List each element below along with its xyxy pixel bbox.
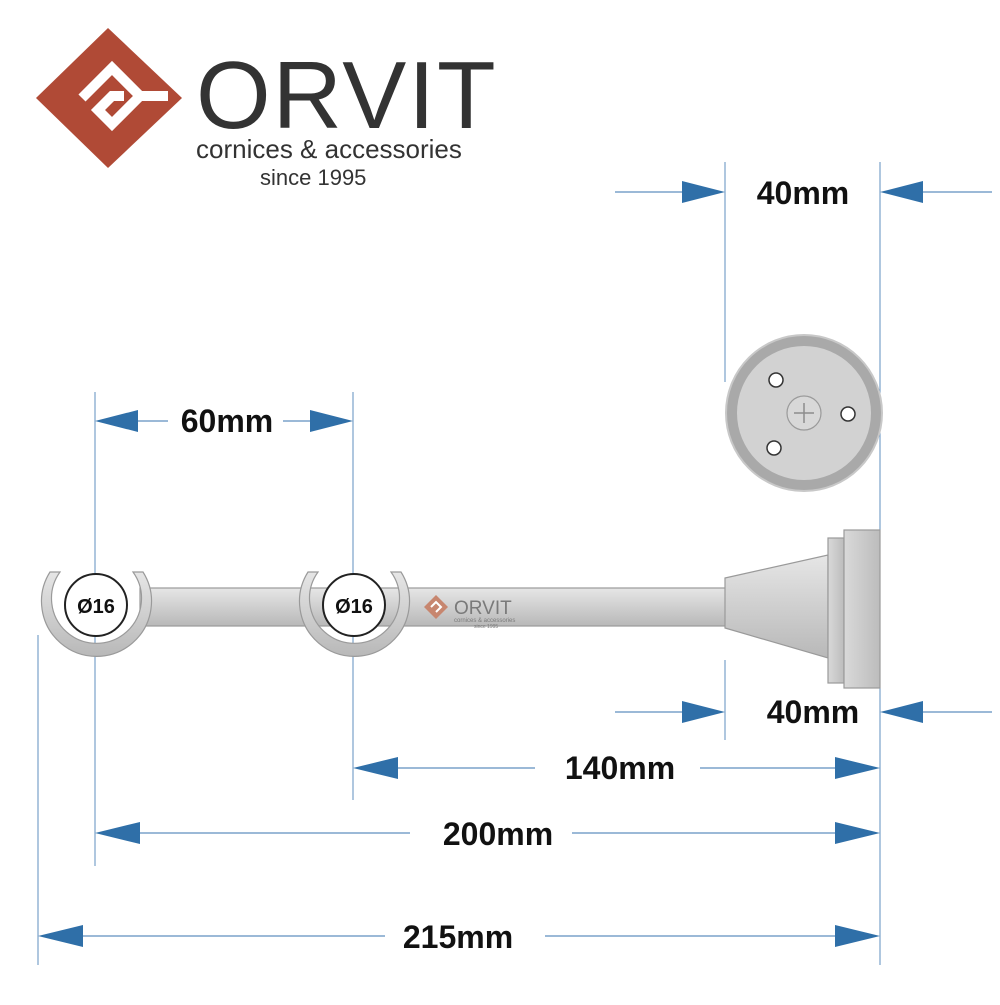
dimension-top-width: 40mm bbox=[757, 175, 850, 211]
rod-holder-1 bbox=[40, 571, 153, 657]
dimension-plate-width: 40mm bbox=[767, 694, 860, 730]
brand-tagline: cornices & accessories bbox=[196, 134, 462, 164]
arm-brand-name: ORVIT bbox=[454, 598, 512, 619]
bracket-side-view bbox=[40, 529, 881, 689]
dimension-second-rod-to-wall: 140mm bbox=[565, 750, 675, 786]
dimension-arrows bbox=[38, 181, 992, 947]
arm-brand-tagline: cornices & accessories bbox=[454, 618, 515, 624]
dimension-first-rod-to-wall: 200mm bbox=[443, 816, 553, 852]
arm-logo-icon bbox=[424, 595, 448, 619]
rod-section-2 bbox=[322, 573, 386, 637]
arm-brand-since: since 1995 bbox=[474, 624, 498, 630]
rod-diameter-label-1: Ø16 bbox=[77, 596, 115, 618]
screw-hole-icon bbox=[840, 406, 856, 422]
dimension-total-length: 215mm bbox=[403, 919, 513, 955]
wall-plate-top-view bbox=[725, 334, 883, 492]
brand-since: since 1995 bbox=[260, 165, 367, 190]
rod-holder-2 bbox=[298, 571, 411, 657]
brand-name: ORVIT bbox=[196, 42, 498, 149]
dimension-rod-spacing: 60mm bbox=[181, 403, 274, 439]
brand-logo-icon bbox=[36, 28, 182, 168]
screw-hole-icon bbox=[766, 440, 782, 456]
rod-diameter-label-2: Ø16 bbox=[335, 596, 373, 618]
screw-hole-icon bbox=[768, 372, 784, 388]
rod-section-1 bbox=[64, 573, 128, 637]
